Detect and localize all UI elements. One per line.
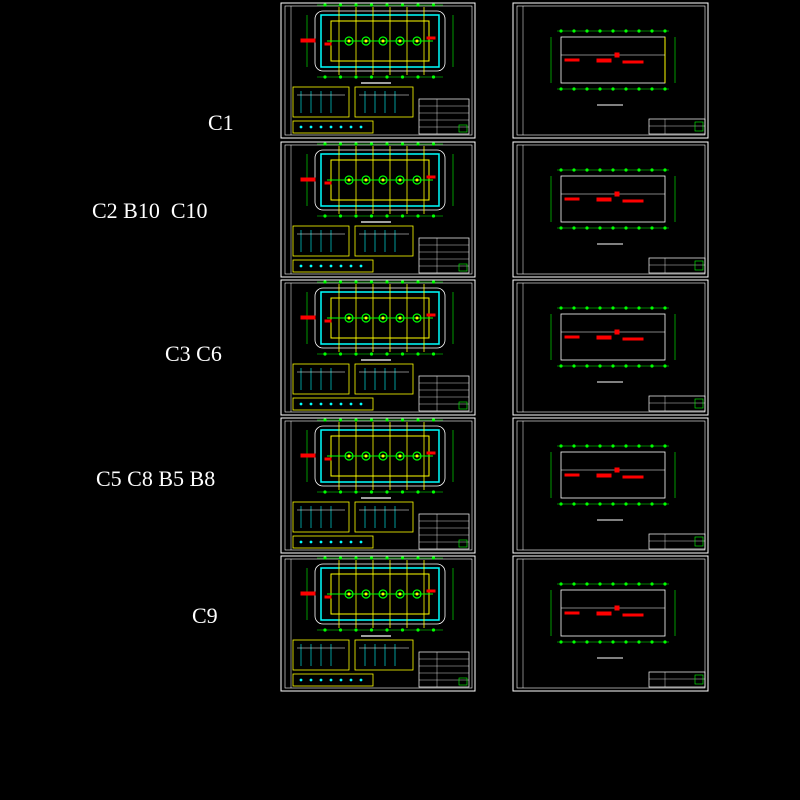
right-sheet-5: [512, 555, 709, 692]
left-sheet-2: [280, 141, 476, 278]
left-sheet-1: [280, 2, 476, 139]
right-sheet-1: [512, 2, 709, 139]
left-sheet-5: [280, 555, 476, 692]
row-label-c9: C9: [192, 603, 218, 628]
left-sheet-3: [280, 279, 476, 416]
row-label-c1: C1: [208, 110, 234, 135]
right-sheet-4: [512, 417, 709, 554]
row-label-c2-b10-c10: C2 B10 C10: [92, 198, 208, 223]
left-sheet-4: [280, 417, 476, 554]
row-label-c3-c6: C3 C6: [165, 341, 222, 366]
right-sheet-3: [512, 279, 709, 416]
row-label-c5-c8-b5-b8: C5 C8 B5 B8: [96, 466, 216, 491]
right-sheet-2: [512, 141, 709, 278]
